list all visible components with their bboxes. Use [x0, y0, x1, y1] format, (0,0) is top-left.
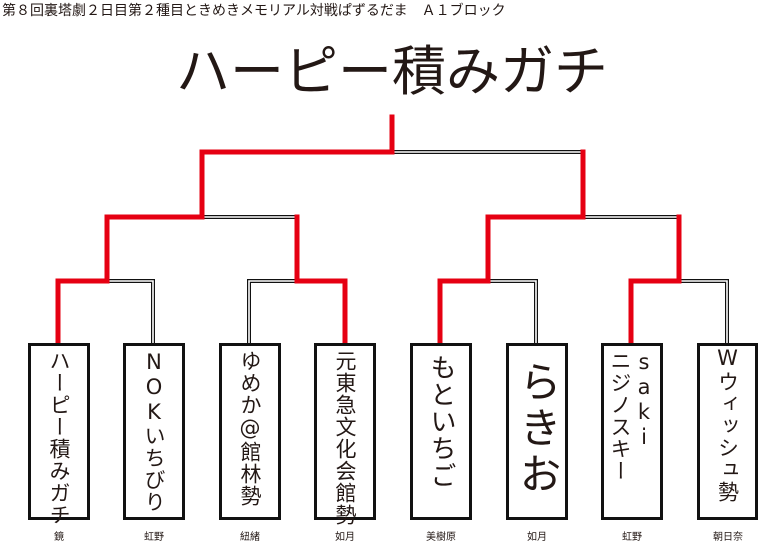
- entrant-box: NOKいちびり: [123, 343, 185, 520]
- entrant-affiliation: 如月: [335, 532, 355, 543]
- bracket-line-inner: [57, 280, 154, 344]
- entrant-name: 元東急文化会館勢: [333, 350, 357, 526]
- entrant-box: saki ニジノスキー: [601, 343, 663, 520]
- bracket-line: [438, 279, 538, 345]
- entrant-box: 元東急文化会館勢: [314, 343, 376, 526]
- entrant-affiliation: 如月: [527, 532, 547, 543]
- bracket-line-inner: [106, 216, 298, 282]
- bracket-line: [105, 215, 299, 283]
- entrant-affiliation: 美樹原: [426, 532, 456, 543]
- winner-path-line: [294, 214, 348, 346]
- entrant-affiliation: 鏡: [54, 532, 64, 543]
- entrant-box: ハーピー積みガチ: [28, 343, 90, 526]
- champion-title: ハーピー積みガチ: [176, 40, 608, 103]
- entrant-name: NOKいちびり: [142, 350, 166, 513]
- entrant-name: ゆめか@館林勢: [238, 350, 262, 507]
- bracket-winner-path: [55, 114, 682, 346]
- entrant-name: Wウィッシュ勢: [715, 346, 740, 503]
- entrant-affiliation: 紐緒: [240, 532, 260, 543]
- entrant-box: ゆめか@館林勢: [219, 343, 281, 520]
- bracket-line: [200, 150, 585, 219]
- entrant-name: もといちご: [426, 354, 456, 489]
- entrant-name: ハーピー積みガチ: [47, 350, 71, 526]
- entrant-name: らきお: [513, 360, 562, 498]
- entrant-affiliation: 朝日奈: [713, 532, 743, 543]
- bracket-line-inner: [630, 280, 728, 344]
- entrant-name: saki ニジノスキー: [608, 350, 656, 482]
- bracket-line-inner: [248, 280, 346, 344]
- bracket-normal-lines: [56, 150, 729, 345]
- bracket-line: [629, 279, 729, 345]
- bracket-line: [247, 279, 347, 345]
- tournament-header: 第８回裏塔劇２日目第２種目ときめきメモリアル対戦ぱずるだま Ａ１ブロック: [2, 3, 506, 19]
- bracket-line-inner: [439, 280, 537, 344]
- bracket-line-inner: [487, 216, 680, 282]
- entrant-box: Wウィッシュ勢: [697, 343, 758, 520]
- bracket-line-inner: [201, 151, 584, 218]
- entrant-affiliation: 虹野: [144, 532, 164, 543]
- bracket-line: [56, 279, 155, 345]
- entrant-box: もといちご: [410, 343, 472, 520]
- winner-path-line: [55, 114, 395, 346]
- winner-path-line: [437, 149, 586, 346]
- bracket-line: [486, 215, 681, 283]
- entrant-box: らきお: [506, 343, 568, 520]
- winner-path-line: [628, 214, 682, 346]
- entrant-affiliation: 虹野: [622, 532, 642, 543]
